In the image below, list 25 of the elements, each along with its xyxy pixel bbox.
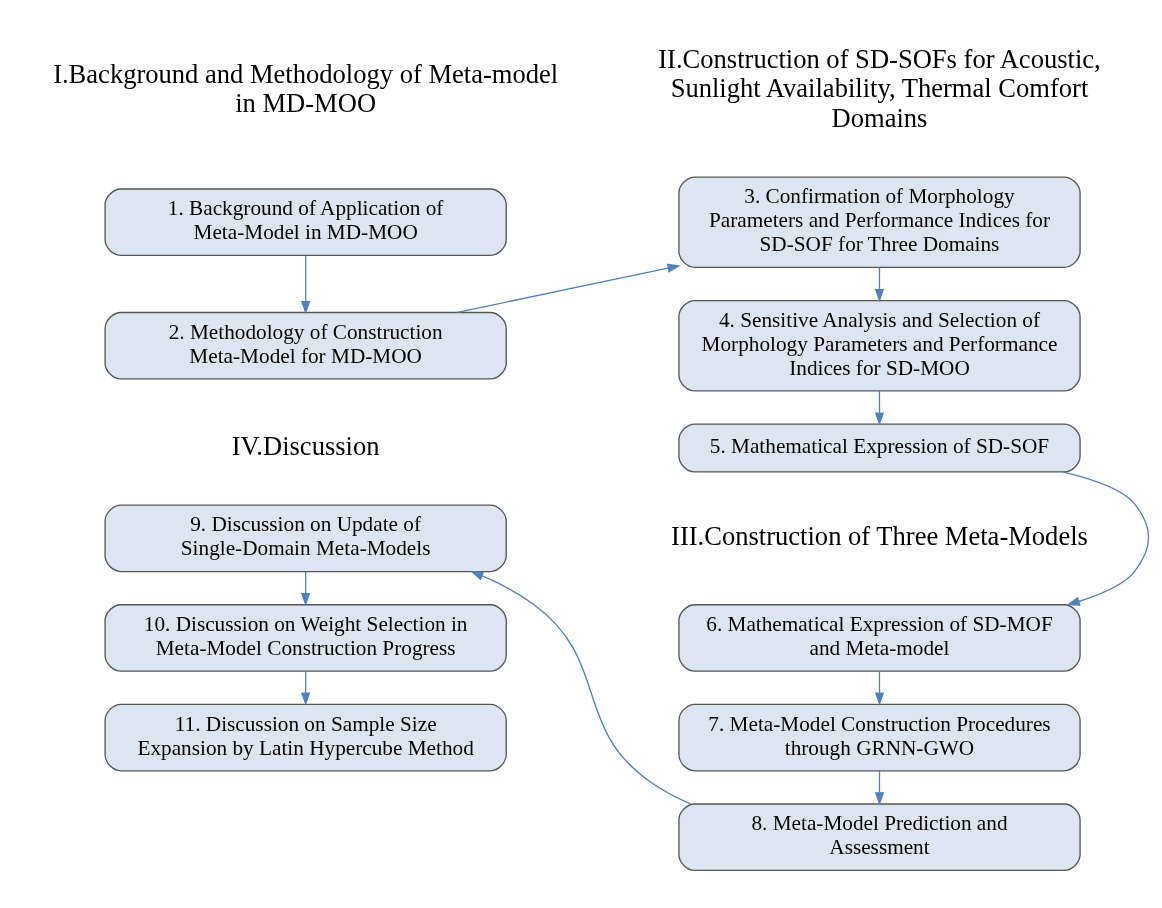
arrow (874, 266, 885, 303)
node-box: 6. Mathematical Expression of SD-MOF and Meta-model (678, 604, 1081, 672)
arrow (874, 670, 885, 706)
label: II.Construction of SD-SOFs for Acoustic, Sunlight Availability, Thermal Comfort Domains (658, 44, 1101, 133)
arrow (874, 770, 885, 806)
node-box: 5. Mathematical Expression of SD-SOF (678, 423, 1081, 473)
node-box: 9. Discussion on Update of Single-Domain Meta-Models (104, 504, 507, 573)
arrow (456, 263, 681, 314)
node-box: 8. Meta-Model Prediction and Assessment (678, 803, 1081, 872)
arrow (470, 570, 692, 805)
arrow (301, 255, 311, 315)
node-box: 11. Discussion on Sample Size Expansion by Latin Hypercube Method (104, 703, 507, 772)
label: IV.Discussion (231, 430, 380, 461)
arrow (874, 390, 885, 426)
arrow (1061, 471, 1150, 606)
node-box: 4. Sensitive Analysis and Selection of Morphology Parameters and Performance Indices for SD-MOO (678, 299, 1081, 392)
node-box: 7. Meta-Model Construction Procedures through GRNN-GWO (678, 703, 1081, 772)
node-box: 3. Confirmation of Morphology Parameters and Performance Indices for SD-SOF for Three Domains (678, 176, 1081, 269)
arrow (301, 670, 311, 706)
label: III.Construction of Three Meta-Models (671, 520, 1088, 551)
node-box: 10. Discussion on Weight Selection in Meta-Model Construction Progress (104, 604, 507, 672)
node-box: 2. Methodology of Construction Meta-Model for MD-MOO (104, 311, 507, 380)
node-box: 1. Background of Application of Meta-Model in MD-MOO (104, 188, 507, 257)
arrow (301, 571, 311, 607)
label: I.Background and Methodology of Meta-model in MD-MOO (53, 58, 559, 118)
